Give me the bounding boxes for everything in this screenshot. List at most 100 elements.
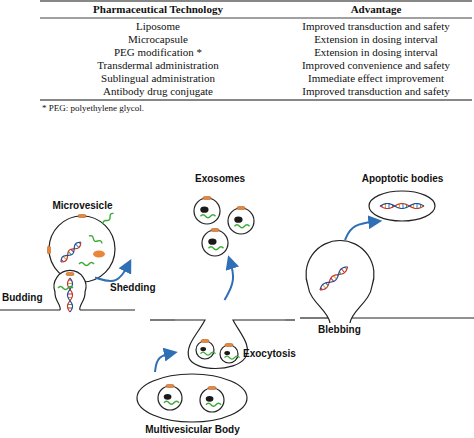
table-cell: Improved convenience and safety — [261, 59, 474, 72]
cargo — [208, 239, 216, 245]
table-cell: PEG modification * — [43, 46, 273, 59]
table-cell: Extension in dosing interval — [261, 33, 474, 46]
base-pair — [341, 269, 344, 273]
vesicle-outline — [200, 388, 224, 412]
cell-membrane — [285, 319, 295, 320]
base-pair — [323, 285, 326, 289]
dna-helix — [318, 265, 349, 292]
vesicle-node: Microvesicle — [35, 200, 130, 282]
vesicle-outline — [49, 216, 115, 282]
membrane-protein — [166, 385, 174, 388]
node-shape — [0, 266, 95, 312]
table-footnote: * PEG: polyethylene glycol. — [42, 102, 144, 115]
cargo — [164, 394, 172, 400]
node-label: Multivesicular Body — [130, 424, 255, 436]
membrane-protein — [208, 387, 216, 390]
process-arrow — [95, 262, 130, 282]
vesicle-node: Multivesicular Body — [130, 372, 255, 438]
rna-strand — [235, 225, 250, 228]
edge-label: Shedding — [110, 282, 156, 294]
node-label: Budding — [2, 292, 52, 304]
table-cell: Microcapsule — [43, 33, 273, 46]
membrane-bleb — [306, 241, 374, 323]
rna-strand — [201, 352, 216, 355]
cargo — [200, 207, 208, 213]
base-pair — [331, 278, 334, 281]
base-pair — [68, 294, 73, 295]
vesicle-outline — [196, 341, 214, 359]
membrane-protein — [211, 229, 219, 232]
membrane-protein — [78, 215, 86, 218]
process-arrow — [225, 258, 234, 300]
vesicle-outline — [369, 191, 435, 221]
cargo — [224, 351, 230, 355]
base-pair — [389, 204, 390, 209]
table-cell: Extension in dosing interval — [261, 46, 474, 59]
cell-membrane — [300, 317, 330, 318]
table-header: Pharmaceutical Technology — [43, 3, 273, 16]
dna-strand — [318, 265, 349, 292]
process-arrow — [345, 221, 380, 240]
node-label: Microvesicle — [35, 200, 130, 212]
membrane-protein — [201, 340, 209, 343]
vesicle-outline — [220, 345, 238, 363]
table-rule — [40, 18, 472, 19]
table-cell: Liposome — [43, 20, 273, 33]
table-cell: Transdermal administration — [43, 59, 273, 72]
rna-strand — [225, 356, 240, 359]
node-label: Apoptotic bodies — [345, 173, 460, 185]
process-node: Exocytosis — [175, 300, 285, 375]
vesicle-node: Exosomes — [185, 173, 265, 258]
process-node: Budding — [0, 266, 95, 312]
vesicle-outline — [228, 208, 254, 234]
node-shape — [35, 200, 130, 282]
dna-strand — [380, 204, 424, 209]
rna-strand — [58, 287, 73, 290]
table-rule — [40, 99, 472, 100]
fusing-membrane — [175, 320, 285, 369]
base-pair — [403, 204, 404, 209]
rna-strand — [102, 212, 115, 225]
dna-strand — [59, 240, 82, 263]
vesicle-outline — [158, 386, 182, 410]
dna-strand — [68, 278, 73, 312]
base-pair — [68, 283, 73, 284]
process-node: Blebbing — [290, 240, 400, 340]
membrane-protein — [48, 246, 51, 254]
process-arrow — [155, 353, 175, 373]
table-cell: Antibody drug conjugate — [43, 85, 273, 98]
dna-strand — [68, 278, 73, 312]
dna-strand — [59, 240, 82, 263]
dna-helix — [68, 278, 73, 312]
vesicle-node: Apoptotic bodies — [345, 173, 460, 221]
rna-strand — [201, 215, 216, 218]
rna-strand — [164, 401, 179, 404]
cargo — [200, 347, 206, 351]
base-pair — [417, 204, 418, 209]
node-label: Exocytosis — [243, 348, 303, 360]
node-shape — [175, 300, 285, 375]
cargo — [206, 396, 214, 402]
base-pair — [76, 244, 80, 248]
vesicle-outline — [137, 374, 247, 422]
table-cell: Improved transduction and safety — [261, 20, 474, 33]
membrane-protein — [66, 273, 74, 276]
node-label: Blebbing — [318, 324, 378, 336]
cargo — [93, 251, 105, 258]
rna-strand — [88, 235, 102, 245]
rna-strand — [79, 263, 94, 266]
node-shape — [185, 173, 265, 258]
table-header: Advantage — [261, 3, 474, 16]
rna-strand — [209, 247, 224, 250]
rna-strand — [206, 403, 221, 406]
vesicle-outline — [202, 230, 228, 256]
cell-membrane — [80, 309, 135, 310]
cargo — [234, 217, 242, 223]
dna-helix — [380, 204, 424, 209]
membrane-protein — [237, 207, 245, 210]
cell-membrane — [150, 319, 175, 320]
table-cell: Improved transduction and safety — [261, 85, 474, 98]
dna-helix — [59, 240, 82, 263]
